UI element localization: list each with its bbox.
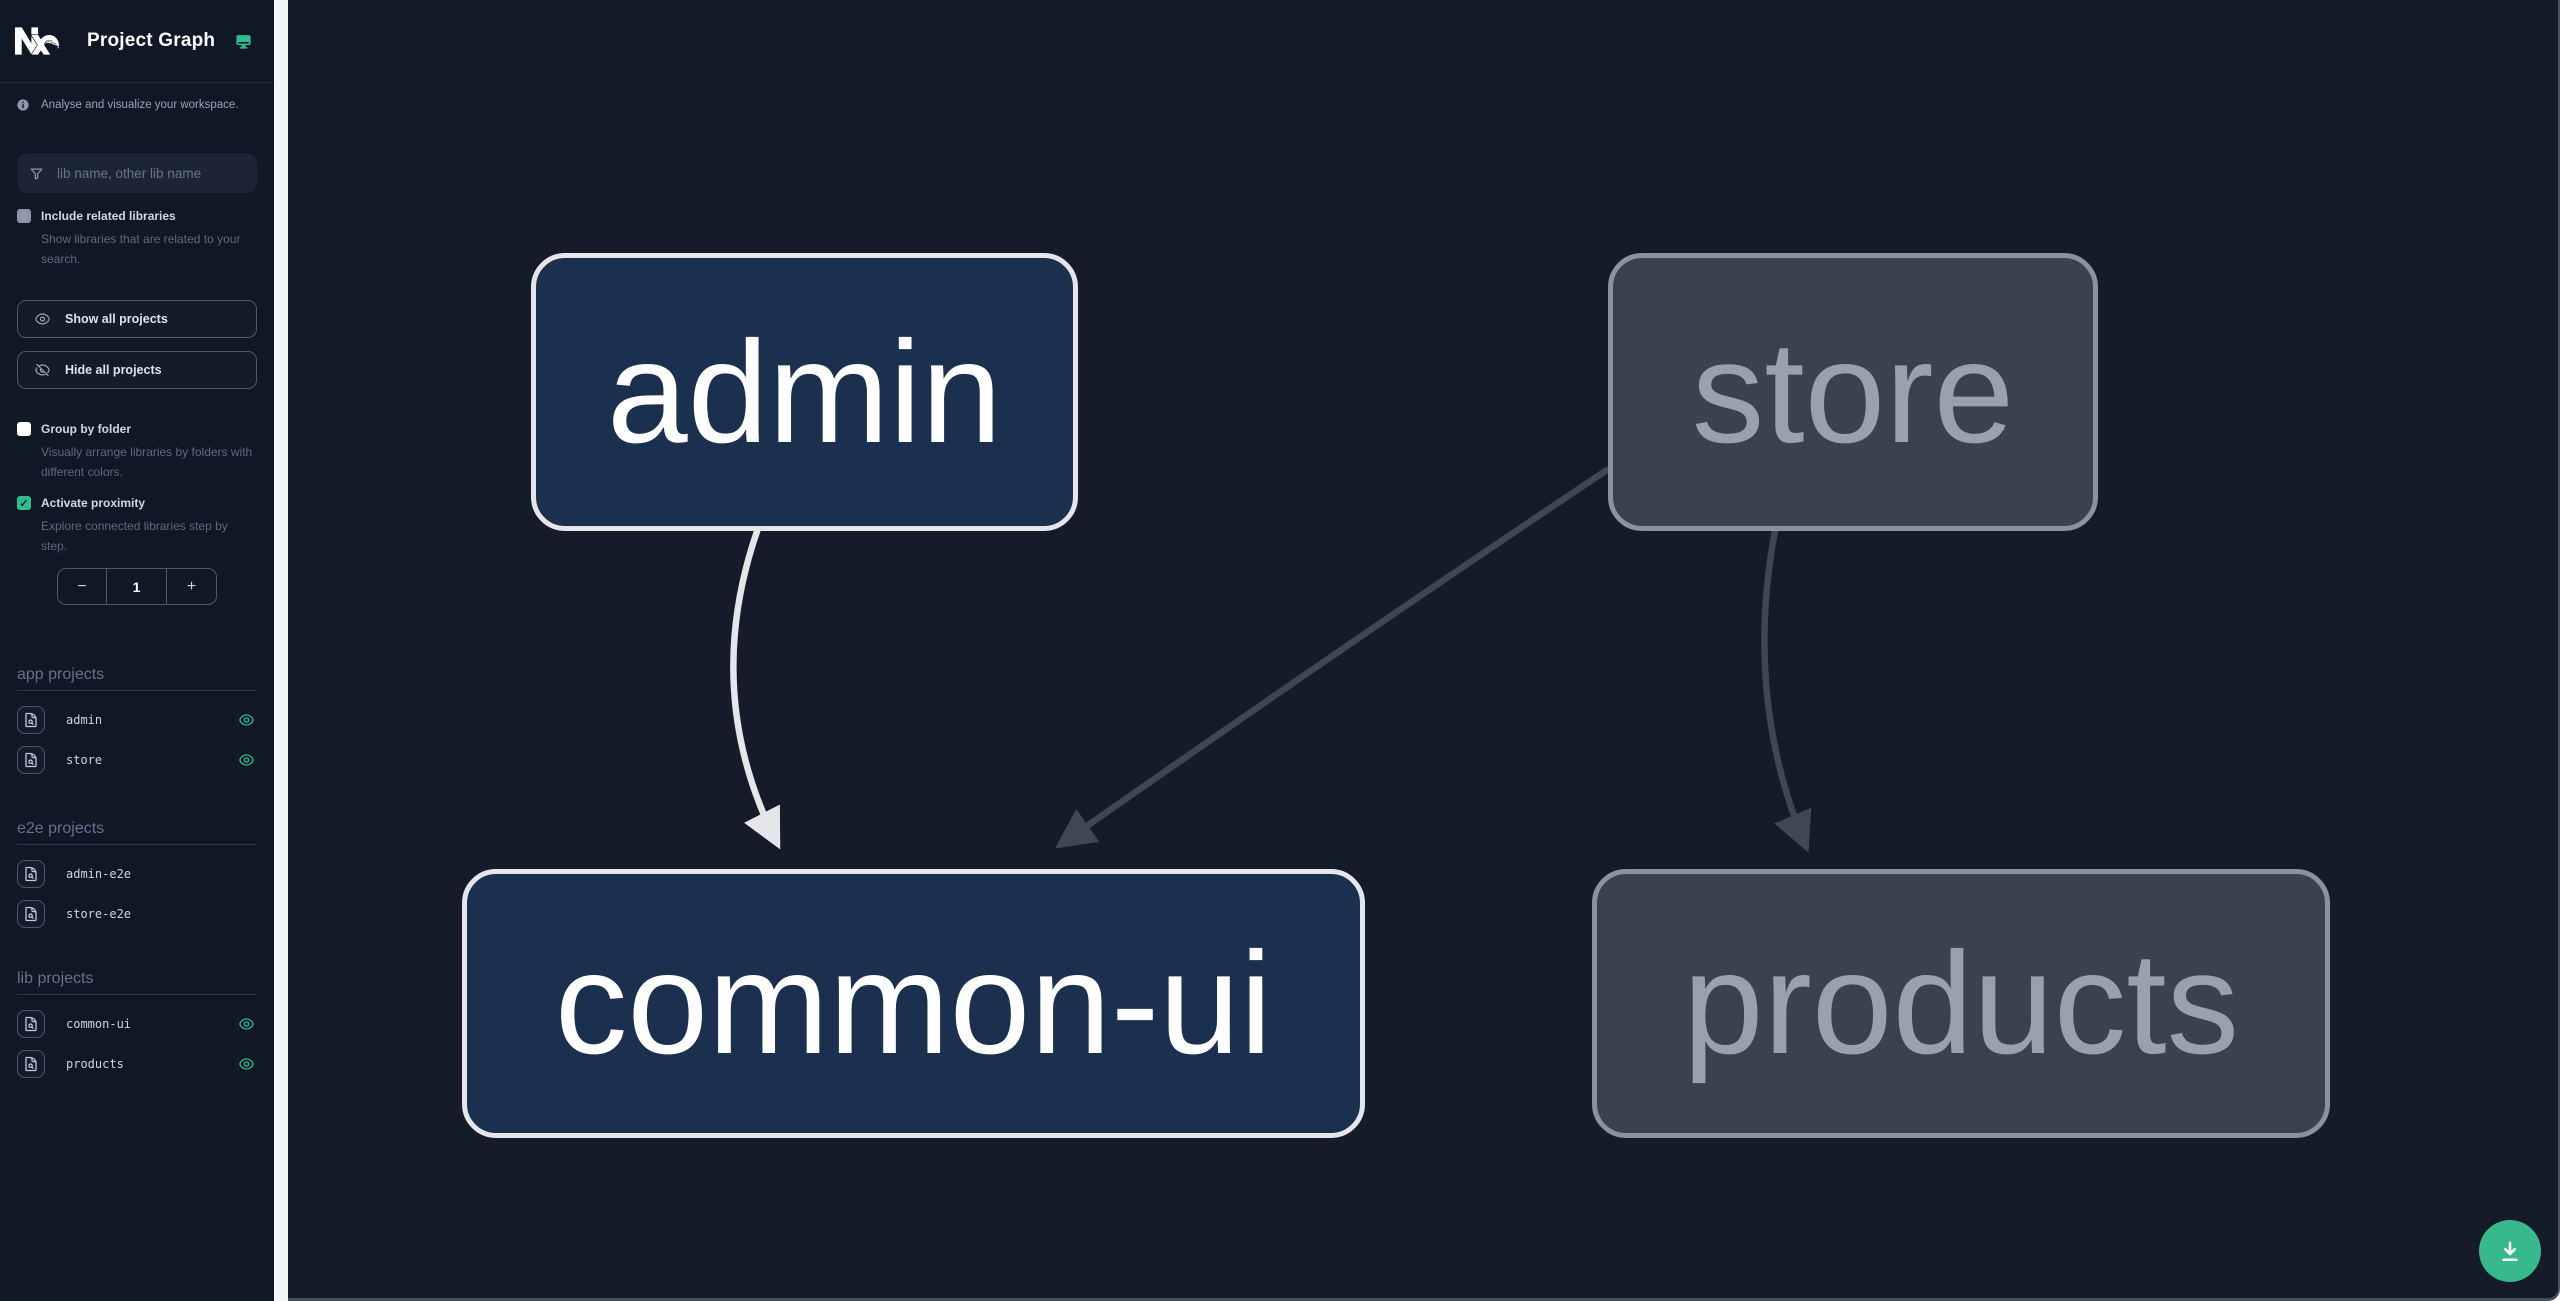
edges-layer (730, 466, 1812, 853)
activate-proximity-block: ✓ Activate proximity Explore connected l… (17, 495, 257, 556)
section-lib-projects: lib projects common-ui products (17, 970, 257, 1090)
visibility-eye-icon[interactable] (237, 752, 256, 768)
project-name: store-e2e (66, 907, 132, 921)
nx-logo-icon (15, 27, 59, 55)
focus-project-icon[interactable] (17, 1050, 45, 1078)
sidebar-divider (274, 0, 288, 1301)
include-related-label: Include related libraries (41, 209, 176, 223)
group-by-folder-label: Group by folder (41, 422, 131, 436)
project-name: admin-e2e (66, 867, 132, 881)
project-row-common-ui[interactable]: common-ui (17, 1010, 257, 1038)
section-e2e-projects: e2e projects admin-e2e store-e2e (17, 820, 257, 940)
project-name: store (66, 753, 103, 767)
section-app-projects: app projects admin store (17, 666, 257, 786)
eye-icon (35, 313, 50, 325)
project-row-admin[interactable]: admin (17, 706, 257, 734)
project-name: admin (66, 713, 103, 727)
graph-node-products[interactable]: products (1592, 869, 2330, 1138)
include-related-description: Show libraries that are related to your … (41, 232, 241, 266)
hide-all-projects-button[interactable]: Hide all projects (17, 351, 257, 389)
edge-store-to-common-ui (1054, 466, 1611, 849)
section-title: app projects (17, 666, 257, 691)
project-row-store[interactable]: store (17, 746, 257, 774)
section-title: e2e projects (17, 820, 257, 845)
edge-admin-to-common-ui (730, 528, 781, 850)
activate-proximity-label: Activate proximity (41, 496, 146, 510)
filter-icon (30, 168, 43, 180)
sidebar-header: Project Graph (0, 0, 274, 83)
include-related-block: Include related libraries Show libraries… (17, 208, 257, 269)
graph-node-admin[interactable]: admin (531, 253, 1078, 531)
focus-project-icon[interactable] (17, 746, 45, 774)
tagline-text: Analyse and visualize your workspace. (41, 99, 239, 111)
project-name: products (66, 1057, 124, 1071)
project-row-products[interactable]: products (17, 1050, 257, 1078)
proximity-decrement-button[interactable]: − (58, 569, 108, 604)
info-icon (17, 99, 29, 111)
group-by-folder-checkbox[interactable] (17, 422, 31, 436)
focus-project-icon[interactable] (17, 1010, 45, 1038)
group-by-folder-description: Visually arrange libraries by folders wi… (41, 445, 253, 479)
proximity-increment-button[interactable]: + (165, 569, 216, 604)
monitor-icon[interactable] (235, 33, 252, 50)
workspace-tagline: Analyse and visualize your workspace. (17, 99, 239, 111)
activate-proximity-checkbox[interactable]: ✓ (17, 496, 31, 510)
save-image-button[interactable] (2479, 1220, 2541, 1282)
focus-project-icon[interactable] (17, 900, 45, 928)
edge-store-to-products (1761, 529, 1812, 853)
page-title: Project Graph (87, 30, 216, 51)
focus-project-icon[interactable] (17, 706, 45, 734)
graph-canvas[interactable]: admin store common-ui products (288, 0, 2560, 1301)
focus-project-icon[interactable] (17, 860, 45, 888)
proximity-stepper: − 1 + (57, 568, 217, 605)
proximity-value: 1 (132, 578, 141, 595)
graph-node-store[interactable]: store (1608, 253, 2098, 531)
sidebar: Project Graph Analyse and visualize your… (0, 0, 274, 1301)
visibility-eye-icon[interactable] (237, 712, 256, 728)
include-related-checkbox[interactable] (17, 209, 31, 223)
project-row-admin-e2e[interactable]: admin-e2e (17, 860, 257, 888)
hide-all-projects-label: Hide all projects (65, 363, 162, 377)
search-input[interactable] (55, 164, 245, 182)
section-title: lib projects (17, 970, 257, 995)
visibility-eye-icon[interactable] (237, 1016, 256, 1032)
project-row-store-e2e[interactable]: store-e2e (17, 900, 257, 928)
show-all-projects-button[interactable]: Show all projects (17, 300, 257, 338)
group-by-folder-block: Group by folder Visually arrange librari… (17, 421, 257, 482)
search-box (17, 153, 257, 193)
visibility-eye-icon[interactable] (237, 1056, 256, 1072)
project-name: common-ui (66, 1017, 132, 1031)
download-icon (2502, 1241, 2518, 1262)
eye-slash-icon (35, 363, 50, 377)
activate-proximity-description: Explore connected libraries step by step… (41, 519, 228, 553)
graph-node-common-ui[interactable]: common-ui (462, 869, 1365, 1138)
show-all-projects-label: Show all projects (65, 312, 168, 326)
